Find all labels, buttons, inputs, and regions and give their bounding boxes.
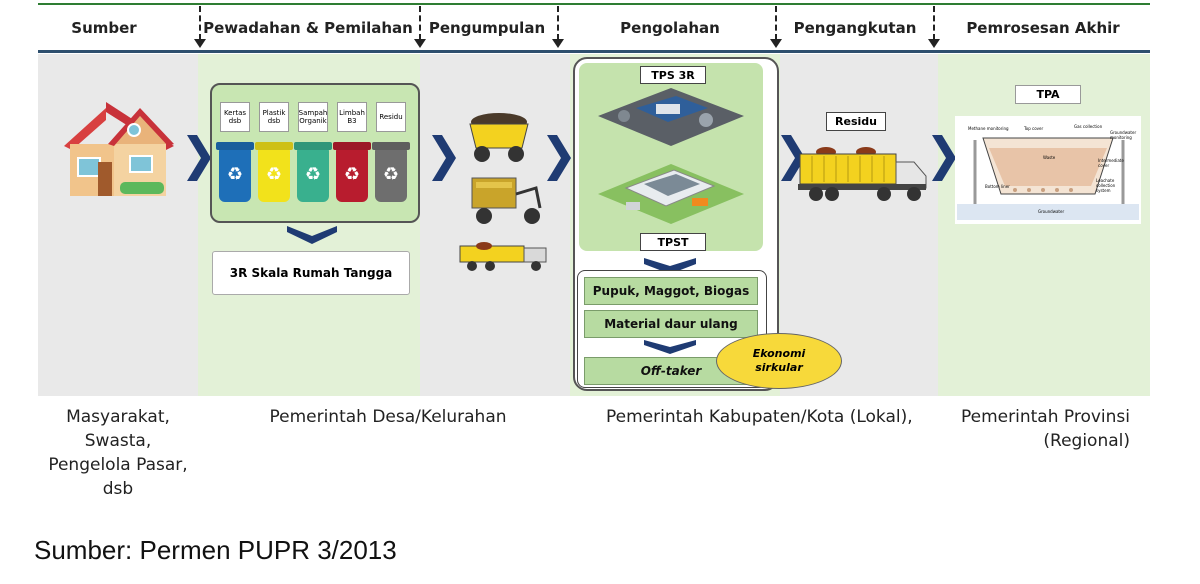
down-chevron-icon (644, 340, 696, 354)
tps3r-facility-icon (598, 88, 744, 146)
circular-economy-badge: Ekonomi sirkular (716, 333, 842, 389)
top-rule (38, 3, 1150, 5)
output-compost-box: Pupuk, Maggot, Biogas (584, 277, 758, 305)
landfill-label-liner: Bottom liner (985, 184, 1010, 189)
stage-header-pengumpulan: Pengumpulan (428, 19, 546, 37)
landfill-label-methane: Methane monitoring (968, 126, 1009, 131)
band-pemrosesan (938, 54, 1150, 396)
bin-label-organic: Sampah Organik (298, 102, 328, 132)
flow-chevron-icon (547, 135, 571, 181)
band-pengumpulan (420, 54, 570, 396)
bin-label-b3: Limbah B3 (337, 102, 367, 132)
house-icon (64, 102, 174, 196)
flow-chevron-icon (187, 135, 211, 181)
residu-label: Residu (826, 112, 886, 131)
landfill-cross-section-icon (957, 137, 1139, 220)
source-note: Sumber: Permen PUPR 3/2013 (34, 535, 397, 565)
bin-organic-icon: ♻ (297, 148, 329, 202)
landfill-label-gw-monitoring: Groundwater monitoring (1110, 130, 1137, 140)
landfill-label-leachate: Leachate collection system (1096, 178, 1116, 193)
tpst-facility-icon (598, 164, 744, 224)
flow-chevron-icon (432, 135, 456, 181)
dump-truck-icon (798, 147, 927, 201)
actor-desa: Pemerintah Desa/Kelurahan (269, 407, 507, 427)
down-chevron-icon (644, 258, 696, 274)
bin-label-paper: Kertas dsb (220, 102, 250, 132)
stage-header-pemrosesan-akhir: Pemrosesan Akhir (966, 19, 1120, 37)
bin-plastic-icon: ♻ (258, 148, 290, 202)
waste-cart-icon (469, 113, 529, 162)
stage-header-pewadahan: Pewadahan & Pemilahan (203, 19, 413, 37)
bin-paper-icon: ♻ (219, 148, 251, 202)
stage-header-pengolahan: Pengolahan (620, 19, 720, 37)
landfill-label-topcover: Top cover (1024, 126, 1044, 131)
stage-divider-arrow (414, 6, 426, 48)
tpa-label: TPA (1015, 85, 1081, 104)
landfill-label-waste: Waste (1043, 155, 1056, 160)
tpst-label: TPST (640, 233, 706, 251)
landfill-label-groundwater: Groundwater (1038, 209, 1065, 214)
motor-cart-icon (471, 177, 542, 224)
stage-divider-arrow (194, 6, 206, 48)
stage-divider-arrow (928, 6, 940, 48)
actor-sumber: Masyarakat, Swasta, Pengelola Pasar, dsb (48, 407, 188, 499)
actor-provinsi: Pemerintah Provinsi (Regional) (961, 407, 1130, 451)
actor-kabupaten: Pemerintah Kabupaten/Kota (Lokal), (606, 407, 913, 427)
bin-b3-icon: ♻ (336, 148, 368, 202)
bin-residu-icon: ♻ (375, 148, 407, 202)
stage-divider-arrow (552, 6, 564, 48)
down-chevron-icon (287, 226, 337, 244)
flow-chevron-icon (932, 135, 956, 181)
bin-label-residu: Residu (376, 102, 406, 132)
small-truck-icon (459, 242, 547, 271)
stage-header-pengangkutan: Pengangkutan (793, 19, 917, 37)
tps3r-label: TPS 3R (640, 66, 706, 84)
household-3r-box: 3R Skala Rumah Tangga (212, 251, 410, 295)
stage-header-sumber: Sumber (71, 19, 137, 37)
landfill-label-intermediate: Intermediate cover (1098, 158, 1124, 168)
bin-label-plastic: Plastik dsb (259, 102, 289, 132)
landfill-label-gas: Gas collection (1074, 124, 1103, 129)
header-rule (38, 50, 1150, 53)
stage-divider-arrow (770, 6, 782, 48)
output-recycled-box: Material daur ulang (584, 310, 758, 338)
